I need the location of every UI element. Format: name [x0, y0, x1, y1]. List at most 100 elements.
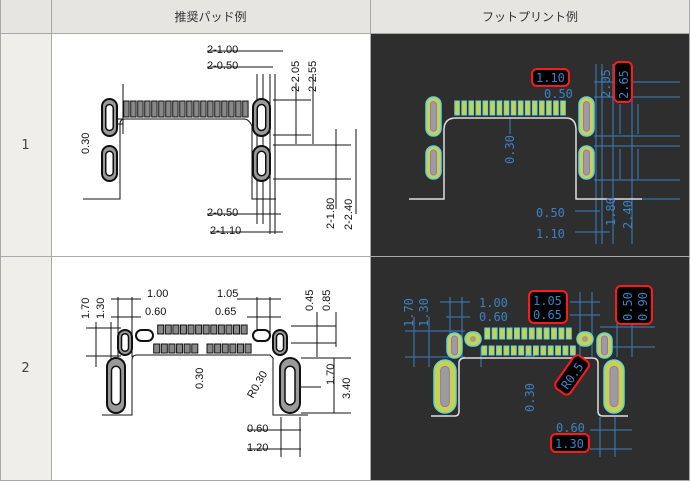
footprint-smd-pad [565, 327, 572, 340]
pad-rect [228, 100, 235, 118]
fp-dim-1.30: 1.30 [417, 298, 431, 327]
row1-pad-drawing: 2-1.00 2-0.50 2-2.05 2-2.55 0.30 2-1.80 … [51, 34, 370, 257]
footprint-hole [470, 336, 476, 342]
footprint-smd-pad [510, 100, 517, 116]
footprint-smd-pad [539, 100, 545, 116]
fp-dim-2.05: 2.05 [599, 69, 613, 98]
dim-1.00: 1.00 [147, 288, 168, 300]
footprint-smd-pad [531, 100, 538, 116]
pad-rect [176, 343, 184, 354]
row-number-2: 2 [0, 257, 51, 481]
dim-3.40: 3.40 [341, 378, 353, 399]
footprint-smd-pad [543, 327, 550, 340]
pad-rect [137, 100, 144, 118]
footprint-hole [609, 365, 619, 408]
dim-2-1.00: 2-1.00 [207, 44, 238, 56]
fp-dim-1.30-bottom: 1.30 [555, 437, 584, 451]
fp-dim-2.65: 2.65 [617, 70, 631, 99]
pad-oval [135, 329, 154, 342]
pad-rect [179, 100, 186, 118]
fp-dim-1.00: 1.00 [479, 296, 508, 310]
dim-2-1.10: 2-1.10 [210, 225, 241, 237]
footprint-smd-pad [491, 327, 498, 340]
pad-rect [153, 343, 161, 354]
pad-rect [160, 343, 168, 354]
pad-rect [130, 100, 137, 118]
highlight-box [531, 68, 570, 87]
footprint-smd-pad [540, 345, 547, 356]
fp-dim-0.90: 0.90 [636, 292, 650, 321]
pad-rect [123, 100, 130, 118]
fp-dim-1.10: 1.10 [536, 71, 565, 85]
footprint-smd-pad [461, 100, 467, 116]
dim-r0.30: R0.30 [245, 369, 270, 400]
pad-rect [164, 324, 172, 335]
pad-hole [105, 150, 114, 177]
footprint-smd-pad [555, 345, 562, 356]
footprint-smd-pad [496, 345, 502, 356]
footprint-smd-pad [454, 100, 460, 116]
pad-rect [151, 100, 158, 118]
dim-0.30: 0.30 [80, 133, 92, 154]
footprint-smd-pad [569, 345, 576, 356]
highlight-box [550, 433, 590, 453]
footprint-smd-pad [503, 345, 510, 356]
pad-hole [110, 365, 122, 406]
pad-rect [207, 100, 214, 118]
footprint-smd-pad [484, 327, 491, 340]
highlight-box [615, 285, 653, 325]
footprint-smd-pad [547, 345, 554, 356]
dim-2-2.55: 2-2.55 [307, 61, 319, 92]
pad-oval [252, 329, 271, 342]
footprint-hole [430, 101, 437, 132]
pad-rect [200, 100, 207, 118]
dim-0.85: 0.85 [321, 290, 333, 311]
footprint-smd-pad [553, 100, 559, 116]
dim-1.05: 1.05 [217, 288, 238, 300]
pad-rect [221, 100, 228, 118]
pad-rect [236, 343, 244, 354]
header-recommended-pad: 推奨パッド例 [51, 0, 370, 34]
footprint-smd-pad [482, 100, 489, 116]
row2-footprint-drawing: 1.00 0.60 1.05 0.65 0.50 0.90 1.70 1.30 … [370, 257, 690, 481]
fp-dim-2.40: 2.40 [621, 200, 635, 229]
footprint-smd-pad [551, 327, 557, 340]
row-number-1: 1 [0, 34, 51, 257]
pad-rect [193, 100, 200, 118]
pad-rect [214, 343, 222, 354]
footprint-smd-pad [506, 327, 513, 340]
footprint-smd-pad [517, 100, 524, 116]
pad-rect [240, 324, 248, 335]
fp-dim-0.50: 0.50 [621, 292, 635, 321]
footprint-hole [451, 335, 458, 356]
footprint-smd-pad [525, 345, 532, 356]
dim-0.45: 0.45 [304, 290, 316, 311]
pad-rect [144, 100, 151, 118]
footprint-smd-pad [562, 345, 569, 356]
footprint-smd-pad [518, 345, 525, 356]
pad-rect [244, 343, 252, 354]
dim-2-2.05: 2-2.05 [290, 61, 302, 92]
fp-dim-1.70: 1.70 [402, 298, 416, 327]
footprint-smd-pad [558, 327, 565, 340]
footprint-smd-pad [510, 345, 517, 356]
footprint-hole [440, 365, 450, 408]
fp-dim-0.30: 0.30 [503, 135, 517, 164]
pad-rect [202, 324, 210, 335]
pad-rect [195, 324, 203, 335]
pad-rect [187, 324, 195, 335]
dim-1.70: 1.70 [80, 298, 92, 319]
pad-hole [256, 150, 267, 177]
dim-0.65: 0.65 [215, 306, 236, 318]
pad-rect [168, 343, 176, 354]
footprint-smd-pad [521, 327, 528, 340]
highlight-box [613, 61, 633, 103]
pad-rect [157, 324, 165, 335]
row1-footprint-drawing: 1.10 0.50 2.05 2.65 0.30 1.80 2.40 0.50 … [370, 34, 690, 257]
pad-hole [275, 333, 285, 352]
header-number [0, 0, 51, 34]
pad-rect [186, 100, 193, 118]
pad-rect [233, 324, 241, 335]
pad-rect [158, 100, 165, 118]
